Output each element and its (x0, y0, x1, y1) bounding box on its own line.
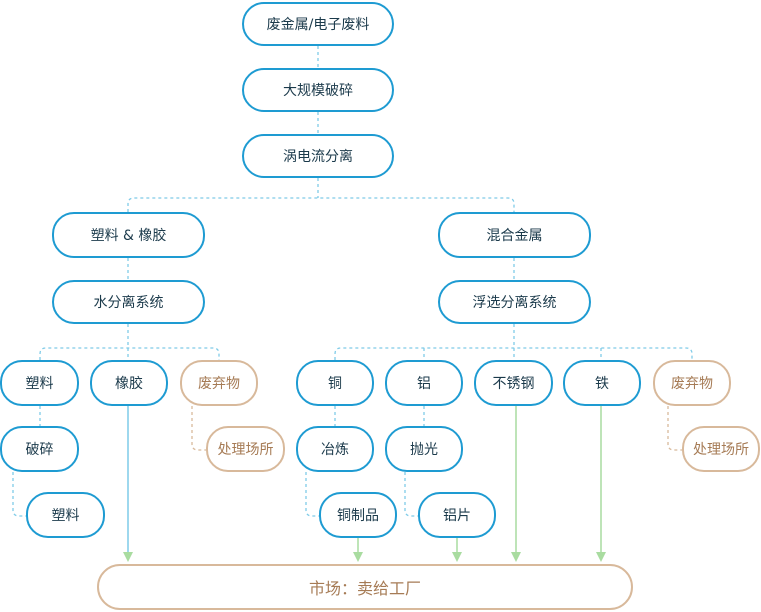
arrowhead-iron (596, 552, 606, 562)
connector-smelt-product (305, 472, 319, 517)
node-polishing: 抛光 (385, 426, 463, 472)
connector-polish-sheet (404, 472, 418, 517)
node-plastic: 塑料 (0, 360, 79, 406)
node-eddy-current-separation: 涡电流分离 (242, 134, 394, 178)
node-flotation-separation-system: 浮选分离系统 (438, 280, 591, 324)
node-rubber: 橡胶 (90, 360, 168, 406)
node-waste-right: 废弃物 (653, 360, 731, 406)
node-crushing: 破碎 (0, 426, 79, 472)
node-water-separation-system: 水分离系统 (52, 280, 205, 324)
connector-waste-disposal-right (667, 406, 682, 451)
node-stainless-steel: 不锈钢 (474, 360, 553, 406)
node-scrap-input: 废金属/电子废料 (242, 2, 394, 46)
node-mixed-metals: 混合金属 (438, 212, 591, 258)
arrowhead-aluminum-sheet (452, 552, 462, 562)
node-iron: 铁 (563, 360, 641, 406)
connector-water-split (39, 324, 220, 360)
node-aluminum-sheet: 铝片 (418, 492, 496, 538)
arrowhead-copper-product (353, 552, 363, 562)
connector-crush-plastic (12, 472, 26, 517)
node-aluminum: 铝 (385, 360, 463, 406)
node-disposal-site-left: 处理场所 (206, 426, 285, 472)
node-smelting: 冶炼 (296, 426, 374, 472)
node-copper: 铜 (296, 360, 374, 406)
node-copper-products: 铜制品 (319, 492, 397, 538)
connector-eddy-split (127, 178, 515, 212)
node-market-sell-to-factory: 市场：卖给工厂 (97, 564, 633, 610)
arrowhead-rubber (123, 552, 133, 562)
connector-waste-disposal-left (191, 406, 206, 451)
node-disposal-site-right: 处理场所 (682, 426, 760, 472)
node-waste-left: 废弃物 (180, 360, 258, 406)
node-plastic-output: 塑料 (26, 492, 105, 538)
node-plastic-and-rubber: 塑料 & 橡胶 (52, 212, 205, 258)
arrowhead-stainless (511, 552, 521, 562)
node-large-scale-shredding: 大规模破碎 (242, 68, 394, 112)
